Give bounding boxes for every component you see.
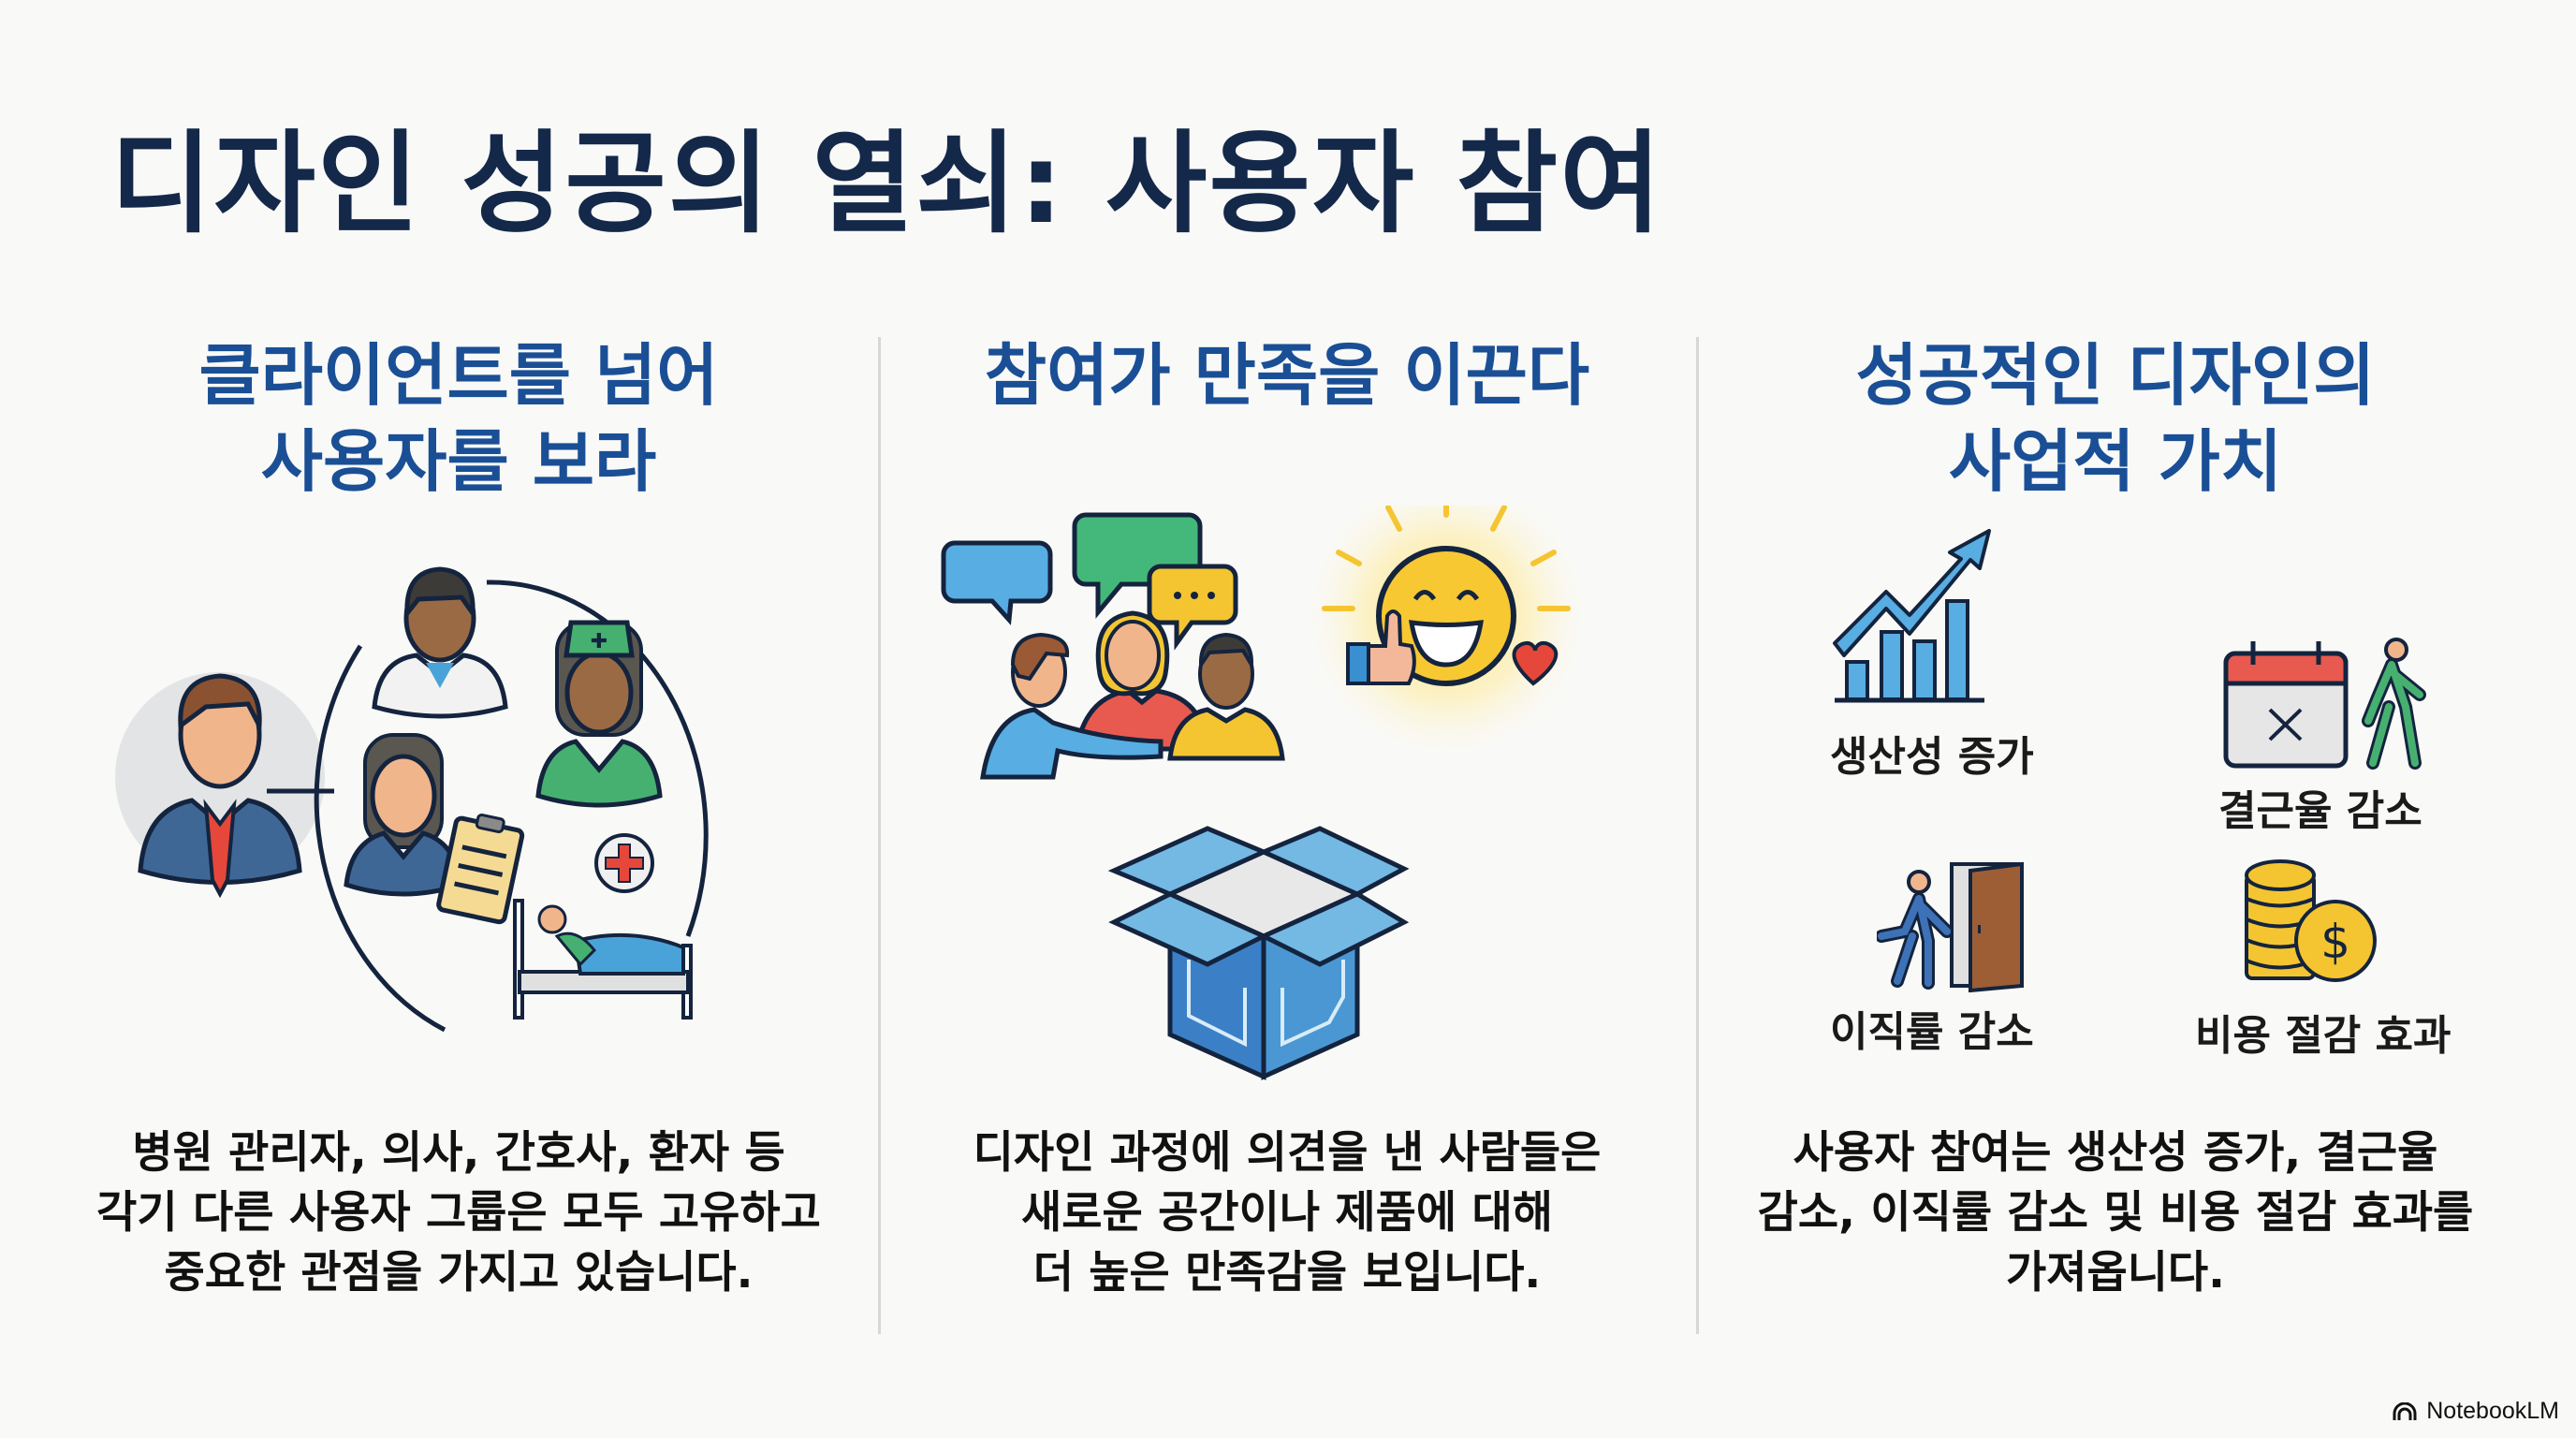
benefit-label: 비용 절감 효과: [2195, 1012, 2452, 1060]
person-leaving-door-icon: [1877, 861, 2024, 992]
calendar-absence-icon: [2223, 638, 2426, 770]
column-users: 클라이언트를 넘어 사용자를 보라 ✚: [56, 318, 861, 1348]
column-heading: 성공적인 디자인의 사업적 가치: [1708, 332, 2523, 505]
body-line: 감소, 이직률 감소 및 비용 절감 효과를: [1757, 1187, 2474, 1239]
benefit-label: 이직률 감소: [1830, 1008, 2034, 1056]
growth-chart-icon: [1833, 529, 1991, 703]
notebooklm-logo-icon: [2393, 1401, 2417, 1420]
doctor-icon: [372, 566, 508, 719]
body-line: 중요한 관점을 가지고 있습니다.: [164, 1247, 754, 1299]
heading-line: 사업적 가치: [1948, 422, 2283, 501]
body-line: 병원 관리자, 의사, 간호사, 환자 등: [132, 1127, 785, 1179]
svg-text:✚: ✚: [591, 630, 607, 653]
satisfaction-illustration: [941, 506, 1587, 1080]
body-line: 새로운 공간이나 제품에 대해: [1021, 1187, 1553, 1239]
heading-line: 클라이언트를 넘어: [198, 336, 719, 415]
body-line: 가져옵니다.: [2005, 1247, 2226, 1299]
coins-dollar-icon: $: [2245, 859, 2377, 982]
body-line: 디자인 과정에 의견을 낸 사람들은: [973, 1127, 1602, 1179]
stakeholder-illustration: ✚: [115, 566, 709, 1033]
body-line: 각기 다른 사용자 그룹은 모두 고유하고: [96, 1187, 821, 1239]
column-description: 사용자 참여는 생산성 증가, 결근율 감소, 이직률 감소 및 비용 절감 효…: [1708, 1123, 2523, 1303]
heart-icon: [1512, 640, 1559, 686]
people-discussing-icon: [980, 610, 1285, 780]
speech-bubbles-icon: [941, 512, 1238, 651]
patient-in-bed-icon: [513, 899, 693, 1020]
page-title: 디자인 성공의 열쇠: 사용자 참여: [110, 119, 1663, 248]
column-heading: 참여가 만족을 이끈다: [889, 332, 1685, 418]
medical-cross-icon: [594, 833, 654, 893]
thumbs-up-icon: [1346, 609, 1416, 685]
open-box-icon: [1107, 826, 1410, 1080]
notebooklm-brand: NotebookLM: [2393, 1398, 2559, 1425]
benefit-label: 결근율 감소: [2218, 787, 2422, 835]
client-businessman-icon: [115, 672, 325, 899]
column-divider-1: [878, 337, 881, 1334]
svg-text:$: $: [2320, 915, 2350, 969]
body-line: 더 높은 만족감을 보입니다.: [1032, 1247, 1542, 1299]
column-business-value: 성공적인 디자인의 사업적 가치 생산성 증가 결근율 감소 이직률 감소: [1708, 318, 2523, 1348]
nurse-icon: ✚: [535, 620, 663, 808]
brand-label: NotebookLM: [2426, 1398, 2559, 1424]
column-divider-2: [1696, 337, 1699, 1334]
heading-line: 참여가 만족을 이끈다: [984, 336, 1590, 415]
column-satisfaction: 참여가 만족을 이끈다: [889, 318, 1685, 1348]
column-description: 디자인 과정에 의견을 낸 사람들은 새로운 공간이나 제품에 대해 더 높은 …: [889, 1123, 1685, 1303]
column-heading: 클라이언트를 넘어 사용자를 보라: [56, 332, 861, 505]
smiling-sun-icon: [1306, 506, 1587, 756]
heading-line: 성공적인 디자인의: [1855, 336, 2376, 415]
administrator-with-clipboard-icon: [344, 733, 525, 925]
column-description: 병원 관리자, 의사, 간호사, 환자 등 각기 다른 사용자 그룹은 모두 고…: [56, 1123, 861, 1303]
benefit-label: 생산성 증가: [1830, 733, 2034, 781]
body-line: 사용자 참여는 생산성 증가, 결근율: [1793, 1127, 2438, 1179]
heading-line: 사용자를 보라: [260, 422, 657, 501]
